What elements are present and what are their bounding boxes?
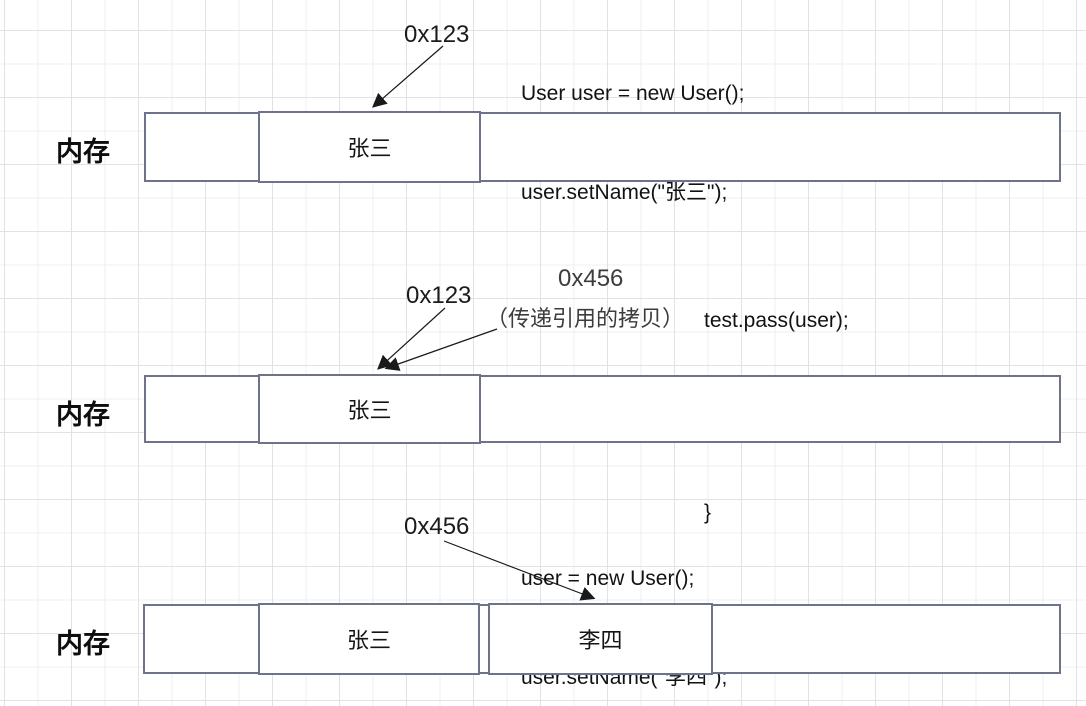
address-label-0x123-top: 0x123 [404,21,470,48]
arrow-0x123-to-box1 [372,45,444,108]
memory-cell-zhangsan-3: 张三 [258,603,480,675]
address-label-0x123-mid: 0x123 [406,282,472,309]
code-line: test.pass(user); [704,309,849,332]
memory-label-3: 内存 [56,629,110,659]
code-line: } [704,501,712,524]
reference-copy-note: （传递引用的拷贝） [486,306,685,331]
code-line: user.setName("张三"); [521,181,728,204]
memory-cell-zhangsan-2: 张三 [258,374,481,444]
memory-cell-zhangsan-1: 张三 [258,111,481,183]
memory-cell-lisi: 李四 [488,603,713,675]
code-line: user = new User(); [521,567,695,590]
memory-label-2: 内存 [56,400,110,430]
code-block-1: User user = new User(); user.setName("张三… [521,11,744,275]
arrow-0x456-copy-to-box2 [384,328,498,371]
address-label-0x456-bottom: 0x456 [404,513,470,540]
code-line: User user = new User(); [521,82,745,105]
address-label-0x456-mid: 0x456 [558,265,624,292]
memory-label-1: 内存 [56,137,110,167]
arrow-0x123-to-box2 [377,307,446,370]
